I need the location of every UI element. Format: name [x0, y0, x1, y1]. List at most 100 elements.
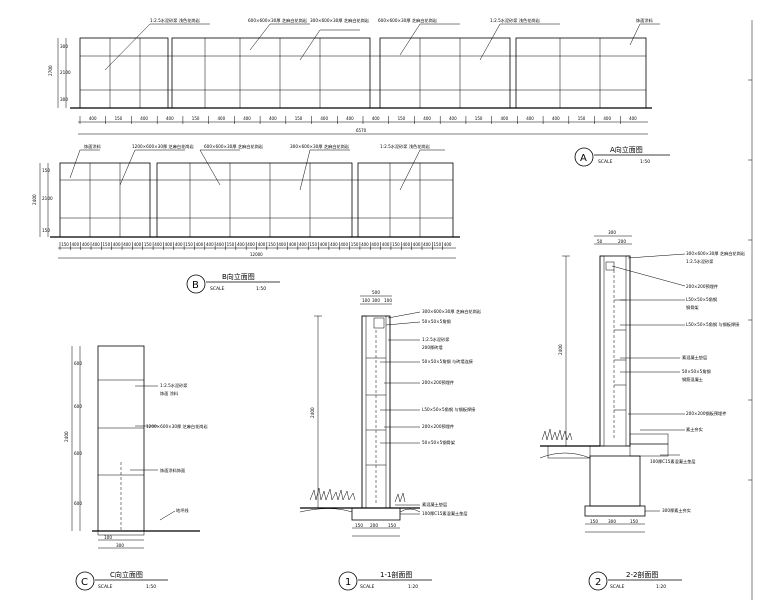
b-dim-37: 150 [434, 242, 442, 247]
callout-s1-7: L50×50×5角钢 与钢板焊接 [422, 406, 476, 413]
b-dim-34: 400 [403, 242, 411, 247]
elevation-a-bubble [574, 147, 594, 167]
elevation-b: 饰面涂料 1200×600×30厚 芝麻白花岗岩 600×600×30厚 芝麻白… [32, 143, 460, 294]
b-side-dim-2: 2100 [42, 196, 53, 201]
s2-base-dim-3: 150 [630, 519, 638, 524]
callout-a-1: 1:2.5水泥砂浆 浅色花岗岩 [150, 17, 200, 24]
elevation-c: 600 600 600 600 2400 1:2.5水泥砂浆 饰面 涂料 120… [64, 345, 208, 591]
callout-c-2: 饰面 涂料 [160, 390, 179, 397]
b-dim-31: 400 [371, 242, 379, 247]
s1-top-dim-2: 100 [362, 298, 370, 303]
s1-side-total: 2400 [310, 407, 315, 418]
s2-top-dim-2: 50 [597, 239, 603, 244]
elevation-a-wall [70, 37, 652, 109]
b-dim-19: 400 [247, 242, 255, 247]
s1-base-dim-1: 150 [355, 523, 363, 528]
b-dim-28: 400 [340, 242, 348, 247]
elevation-b-bubble [186, 274, 206, 294]
c-height-total: 2400 [64, 431, 69, 442]
a-dim-6: 400 [218, 116, 226, 121]
callout-c-5: 地坪线 [176, 507, 189, 514]
callout-c-1: 1:2.5水泥砂浆 [160, 382, 188, 389]
s2-top-dim-1: 300 [608, 230, 616, 235]
s1-top-dim-4: 100 [384, 298, 392, 303]
section-2-base-dims: 150 300 150 [585, 519, 645, 533]
a-dim-19: 400 [552, 116, 560, 121]
b-side-dim-1: 150 [42, 168, 50, 173]
b-dim-17: 150 [227, 242, 235, 247]
c-side-dim-3: 600 [74, 451, 82, 456]
a-dim-17: 400 [501, 116, 509, 121]
callout-b-4: 300×600×30厚 芝麻白花岗岩 [290, 143, 349, 150]
b-dim-11: 400 [165, 242, 173, 247]
elevation-b-wall [50, 162, 460, 238]
b-dim-33: 150 [392, 242, 400, 247]
b-dim-35: 400 [413, 242, 421, 247]
b-dim-4: 400 [92, 242, 100, 247]
callout-s2-12: 100厚C15素混凝土垫层 [650, 458, 696, 465]
elevation-c-title-block: C C向立面图 SCALE 1:50 [75, 570, 168, 591]
callout-b-5: 1:2.5水泥砂浆 浅色花岗岩 [380, 143, 430, 150]
section-2-grass-symbol [541, 428, 573, 441]
callout-s2-8: 50×50×5角钢 [682, 368, 711, 375]
b-dim-12: 400 [175, 242, 183, 247]
a-dim-14: 400 [423, 116, 431, 121]
c-base-dim-2: 300 [116, 543, 124, 548]
callout-s2-3: 200×200预埋件 [686, 283, 718, 290]
b-dim-23: 400 [289, 242, 297, 247]
a-dim-1: 400 [89, 116, 97, 121]
callout-s1-6: 200×200预埋件 [422, 379, 454, 386]
callout-b-1: 饰面涂料 [84, 143, 102, 150]
b-dim-24: 400 [299, 242, 307, 247]
callout-s2-1: 300×600×30厚 芝麻白花岗岩 [686, 250, 745, 257]
s1-base-dim-2: 200 [370, 523, 378, 528]
elevation-b-scale: 1:50 [256, 286, 266, 292]
callout-s2-13: 300厚素土夯实 [662, 507, 691, 514]
b-dim-13: 150 [185, 242, 193, 247]
section-2-top-dims: 300 50 200 [594, 230, 632, 245]
section-2-side-dims: 2400 [558, 255, 570, 447]
callout-s2-11: 素土夯实 [686, 426, 703, 433]
c-side-dim-4: 600 [74, 501, 82, 506]
elevation-a-bubble-letter: A [580, 153, 587, 164]
s1-top-dim-1: 500 [372, 290, 380, 295]
b-dim-15: 400 [206, 242, 214, 247]
section-1: 500 100 300 100 [299, 290, 481, 591]
b-dim-26: 400 [320, 242, 328, 247]
b-dim-3: 400 [82, 242, 90, 247]
b-height-total: 2400 [32, 194, 37, 205]
section-1-grass-symbol [309, 487, 406, 503]
b-dim-32: 400 [382, 242, 390, 247]
a-dim-15: 400 [449, 116, 457, 121]
b-dim-30: 400 [361, 242, 369, 247]
elevation-b-callouts: 饰面涂料 1200×600×30厚 芝麻白花岗岩 600×600×30厚 芝麻白… [69, 143, 445, 191]
a-dim-5: 150 [192, 116, 200, 121]
elevation-c-callouts: 1:2.5水泥砂浆 饰面 涂料 1200×600×30厚 芝麻白花岗岩 饰面涂料… [130, 382, 208, 521]
callout-s2-6: L50×50×5角钢 与钢板焊接 [686, 321, 740, 328]
c-side-dim-1: 600 [74, 361, 82, 366]
elevation-a: 1:2.5水泥砂浆 浅色花岗岩 600×600×30厚 芝麻白花岗岩 300×6… [48, 17, 670, 167]
section-2-scale-label: SCALE [610, 584, 625, 590]
b-side-dim-3: 150 [42, 228, 50, 233]
elevation-b-side-dims: 150 2100 150 2400 [32, 163, 53, 237]
s2-top-dim-3: 200 [618, 239, 626, 244]
b-dim-10: 400 [154, 242, 162, 247]
c-side-dim-2: 600 [74, 404, 82, 409]
callout-s1-1: 300×600×30厚 芝麻白花岗岩 [422, 308, 481, 315]
callout-s2-7: 素混凝土垫层 [682, 354, 707, 361]
callout-s1-2: 50×50×5角钢 [422, 318, 451, 325]
elevation-c-title: C向立面图 [110, 570, 143, 579]
elevation-c-bubble [75, 571, 95, 591]
callout-a-4: 600×600×30厚 芝麻白花岗岩 [378, 17, 437, 24]
callout-s2-2: 1:2.5水泥砂浆 [686, 258, 714, 265]
b-dim-16: 400 [216, 242, 224, 247]
elevation-c-bubble-letter: C [81, 577, 88, 588]
s1-top-dim-3: 300 [372, 298, 380, 303]
callout-a-2: 600×600×30厚 芝麻白花岗岩 [248, 17, 307, 24]
a-dim-16: 150 [475, 116, 483, 121]
elevation-a-title-block: A A向立面图 SCALE 1:50 [574, 145, 670, 167]
elevation-a-side-dims: 300 2100 300 2700 [48, 38, 71, 108]
a-side-dim-2: 2100 [60, 70, 71, 75]
callout-a-5: 1:2.5水泥砂浆 浅色花岗岩 [490, 17, 540, 24]
